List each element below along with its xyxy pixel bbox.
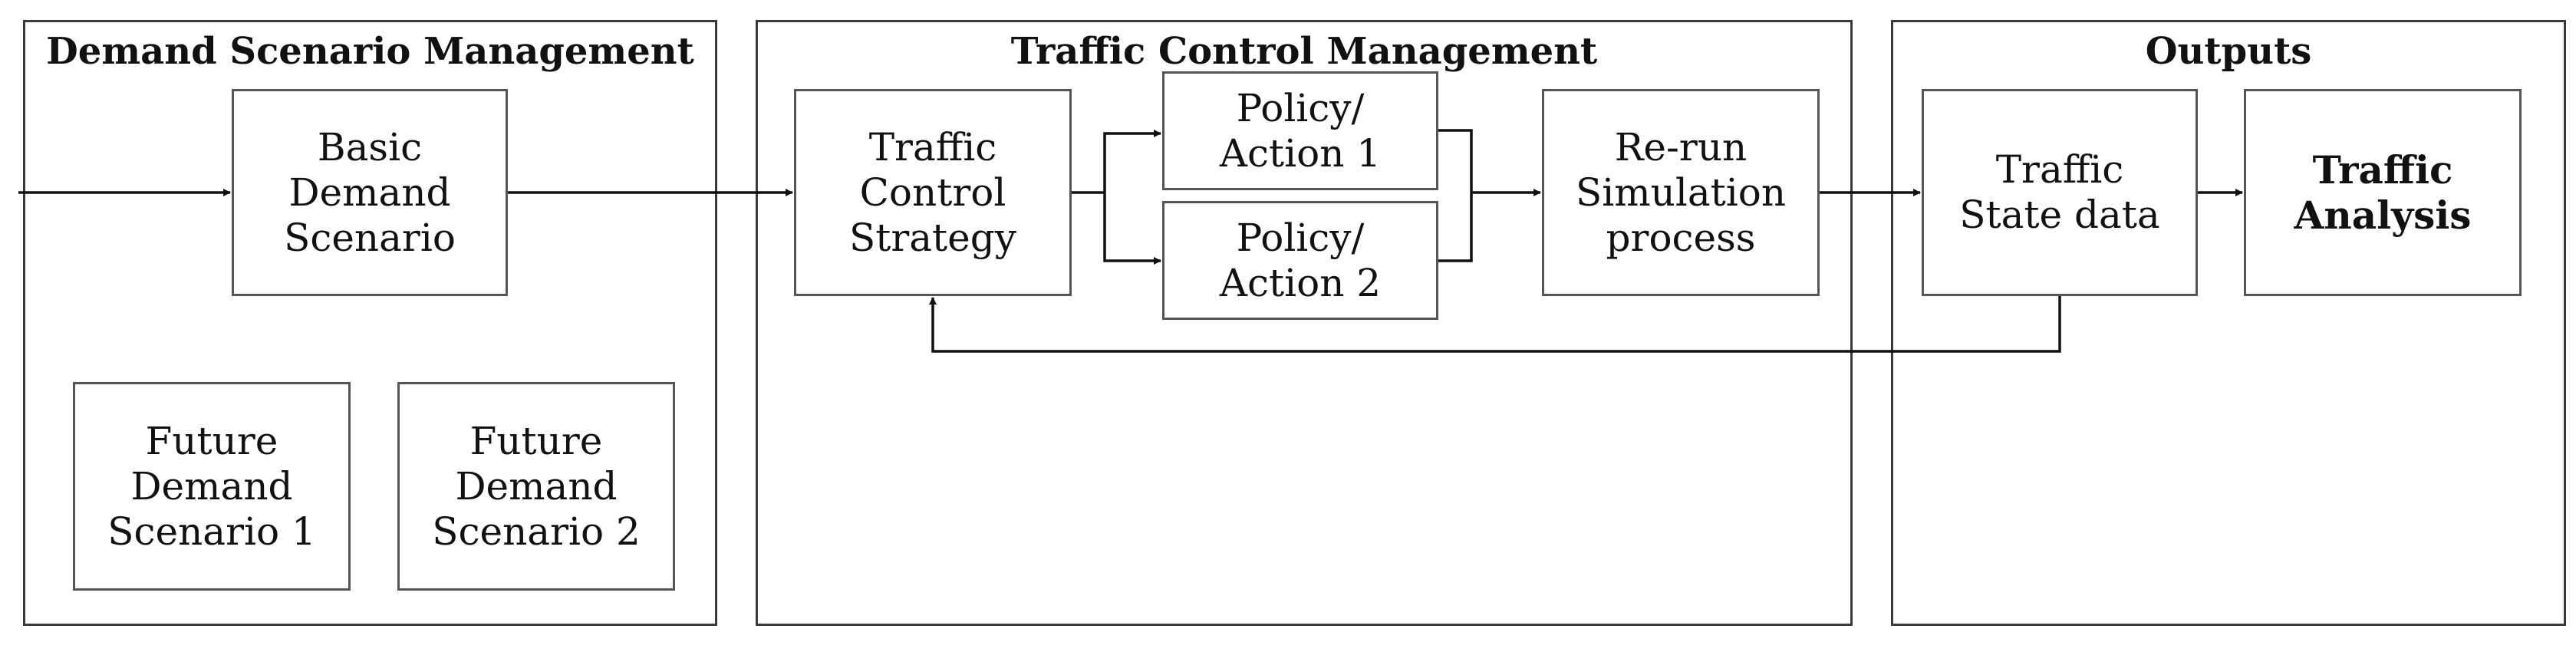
traffic-analysis-box: Traffic Analysis — [2244, 89, 2522, 296]
traffic-control-strategy-box: Traffic Control Strategy — [794, 89, 1072, 296]
future-demand-scenario-2-box: Future Demand Scenario 2 — [397, 382, 675, 591]
rerun-simulation-process-box: Re-run Simulation process — [1542, 89, 1820, 296]
traffic-state-data-box: Traffic State data — [1922, 89, 2198, 296]
demand-scenario-panel-title: Demand Scenario Management — [46, 30, 694, 73]
outputs-panel-title: Outputs — [2145, 30, 2312, 73]
future-demand-scenario-1-box: Future Demand Scenario 1 — [73, 382, 351, 591]
basic-demand-scenario-box: Basic Demand Scenario — [232, 89, 508, 296]
policy-action-1-box: Policy/ Action 1 — [1162, 71, 1438, 190]
policy-action-2-box: Policy/ Action 2 — [1162, 201, 1438, 320]
traffic-control-panel-title: Traffic Control Management — [1010, 30, 1598, 73]
